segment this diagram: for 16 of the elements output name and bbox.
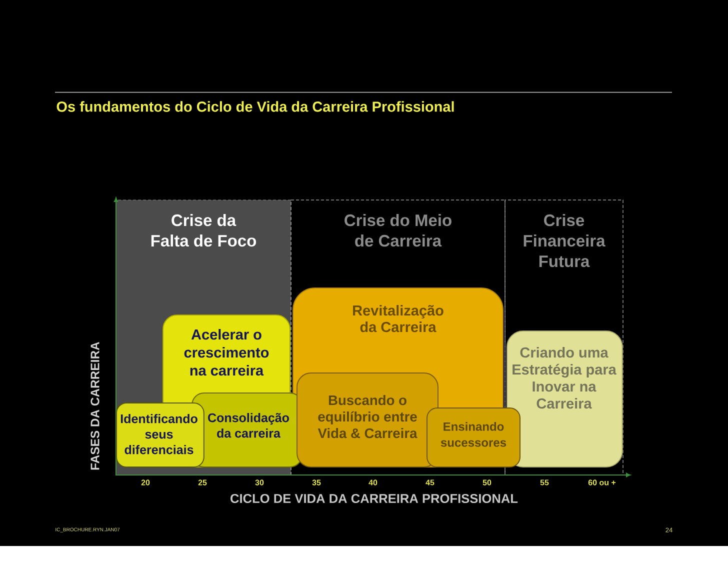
- tick-label: 20: [141, 480, 150, 486]
- tick-label: 25: [198, 480, 207, 486]
- tick-label: 50: [482, 480, 492, 486]
- tick-label: 45: [426, 480, 434, 486]
- tick-label: 55: [540, 480, 549, 486]
- tick-label: 30: [255, 480, 264, 486]
- axis-label: FASES DA CARREIRA: [90, 342, 100, 470]
- tick-label: 35: [312, 480, 321, 486]
- tick-label: 40: [368, 480, 378, 486]
- rounded-box: Criando uma Estratégia para Inovar na Carreira: [506, 330, 623, 468]
- slide-title: Os fundamentos do Ciclo de Vida da Carreira Profissional: [56, 101, 454, 112]
- rounded-box: Identificando seus diferenciais: [116, 402, 204, 468]
- rounded-box: Ensinando sucessores: [426, 408, 520, 468]
- axis-title: CICLO DE VIDA DA CARREIRA PROFISSIONAL: [230, 494, 518, 504]
- rounded-box: Buscando o equilíbrio entre Vida & Carreira: [296, 372, 438, 468]
- tick-label: 60 ou +: [588, 480, 616, 486]
